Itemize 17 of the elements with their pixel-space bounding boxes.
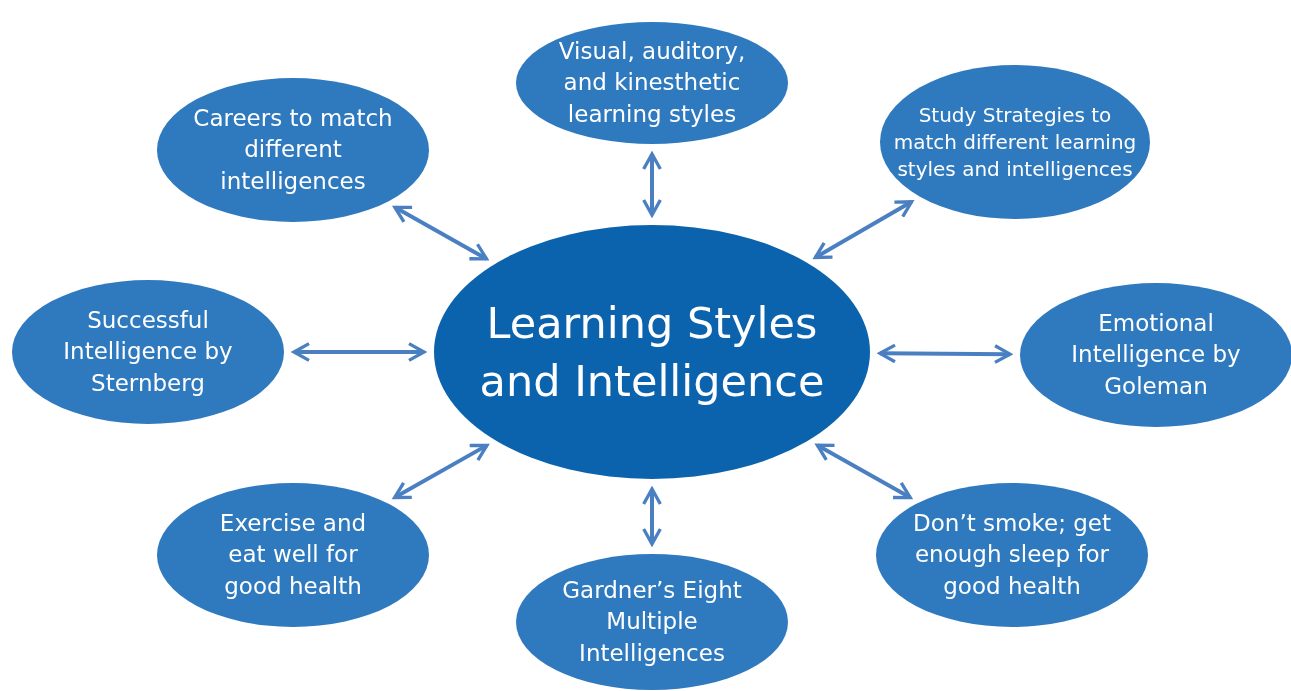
double-arrow [878,343,1012,365]
double-arrow [642,487,662,546]
double-arrow [813,200,914,260]
main-title: Learning Styles and Intelligence [478,296,826,408]
double-arrow [292,342,426,362]
double-arrow [393,205,489,261]
double-arrow [642,152,662,217]
topic-label: Careers to match different intelligences [192,104,394,196]
topic-label: Emotional Intelligence by Goleman [1070,309,1242,401]
double-arrow [815,443,912,500]
double-arrow [393,443,489,500]
topic-label: Successful Intelligence by Sternberg [62,306,234,398]
topic-label: Exercise and eat well for good health [218,509,368,601]
topic-label: Gardner’s Eight Multiple Intelligences [561,576,743,668]
topic-label: Study Strategies to match different learning styles and intelligences [892,101,1138,183]
topic-label: Visual, auditory, and kinesthetic learning styles [557,37,747,129]
topic-label: Don’t smoke; get enough sleep for good health [912,509,1112,601]
